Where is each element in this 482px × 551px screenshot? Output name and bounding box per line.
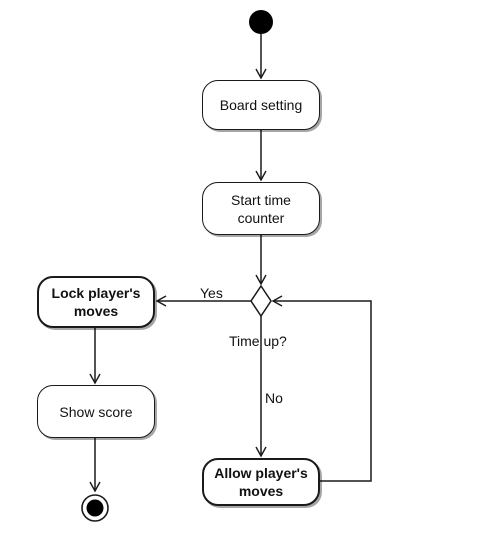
board-setting-node: Board setting [202, 80, 320, 130]
lock-moves-label: Lock player's moves [51, 285, 141, 319]
initial-node [249, 10, 273, 34]
board-setting-label: Board setting [219, 97, 303, 113]
lock-moves-node: Lock player's moves [37, 276, 155, 328]
show-score-label: Show score [59, 403, 133, 420]
start-time-counter-label: Start time counter [231, 191, 291, 226]
allow-moves-node: Allow player's moves [202, 458, 320, 506]
allow-moves-label: Allow player's moves [214, 465, 308, 499]
edge-loop-back [271, 295, 372, 482]
final-node-dot [86, 499, 104, 517]
show-score-node: Show score [37, 385, 155, 438]
start-time-counter-node: Start time counter [202, 182, 320, 235]
decision-diamond [250, 284, 272, 318]
decision-question-label: Time up? [229, 333, 287, 349]
no-label: No [265, 390, 283, 406]
yes-label: Yes [200, 285, 223, 301]
